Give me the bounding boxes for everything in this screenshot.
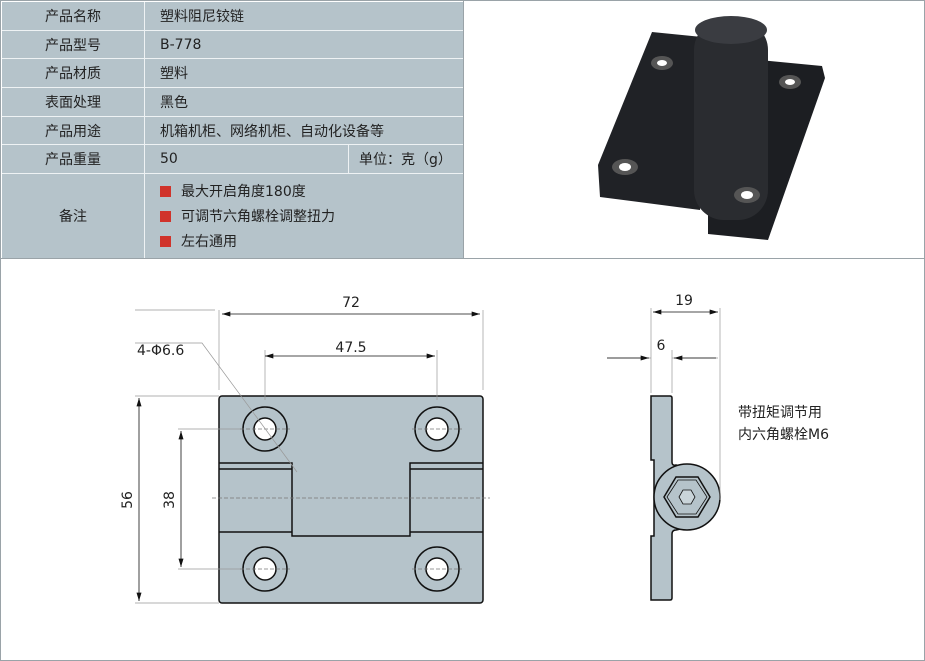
spec-row-material: 产品材质塑料 — [2, 59, 463, 88]
hinge-photo — [598, 16, 825, 240]
note-item: 左右通用 — [160, 229, 237, 254]
divider — [0, 258, 925, 259]
row-label: 备注 — [2, 174, 145, 258]
row-value: B-778 — [160, 36, 202, 53]
row-label: 产品用途 — [2, 117, 145, 144]
dim-hole-spacing: 47.5 — [335, 340, 366, 356]
row-value: 50 — [160, 151, 178, 167]
bullet-icon — [160, 185, 171, 197]
row-value: 塑料阻尼铰链 — [160, 9, 244, 25]
weight-unit: 单位：克（g） — [348, 145, 463, 173]
bullet-icon — [160, 210, 171, 222]
row-label: 产品材质 — [2, 59, 145, 87]
bullet-icon — [160, 235, 171, 247]
row-value: 塑料 — [160, 66, 188, 82]
front-view — [135, 309, 490, 604]
side-view — [607, 308, 721, 601]
divider — [463, 0, 464, 258]
note-text: 左右通用 — [181, 234, 237, 250]
row-value: 黑色 — [160, 95, 188, 111]
row-label: 产品名称 — [2, 2, 145, 30]
dim-height: 56 — [120, 491, 136, 509]
notes-list: 最大开启角度180度 可调节六角螺栓调整扭力 左右通用 — [160, 174, 335, 258]
dim-plate-thickness: 6 — [657, 338, 666, 354]
spec-row-notes: 备注 最大开启角度180度 可调节六角螺栓调整扭力 左右通用 — [2, 174, 463, 258]
caption-line-1: 带扭矩调节用 — [738, 405, 822, 421]
row-value: 机箱机柜、网络机柜、自动化设备等 — [160, 123, 384, 140]
spec-row-weight: 产品重量 50 单位：克（g） — [2, 145, 463, 174]
row-label: 产品型号 — [2, 31, 145, 58]
caption-line-2: 内六角螺栓M6 — [738, 427, 829, 443]
note-text: 最大开启角度180度 — [181, 184, 306, 200]
dim-hole-vertical: 38 — [162, 491, 178, 509]
spec-row-model: 产品型号 B-778 — [2, 31, 463, 59]
spec-row-name: 产品名称塑料阻尼铰链 — [2, 2, 463, 31]
row-label: 产品重量 — [2, 145, 145, 173]
note-item: 最大开启角度180度 — [160, 179, 306, 204]
dim-width: 72 — [342, 295, 360, 311]
note-item: 可调节六角螺栓调整扭力 — [160, 204, 335, 229]
dim-hole-diameter: 4-Φ6.6 — [137, 343, 184, 359]
dim-depth: 19 — [675, 293, 693, 309]
spec-table: 产品名称塑料阻尼铰链 产品型号 B-778 产品材质塑料 表面处理黑色 产品用途机… — [2, 2, 463, 258]
row-label: 表面处理 — [2, 88, 145, 116]
note-text: 可调节六角螺栓调整扭力 — [181, 209, 335, 225]
spec-row-usage: 产品用途机箱机柜、网络机柜、自动化设备等 — [2, 117, 463, 145]
spec-row-finish: 表面处理黑色 — [2, 88, 463, 117]
